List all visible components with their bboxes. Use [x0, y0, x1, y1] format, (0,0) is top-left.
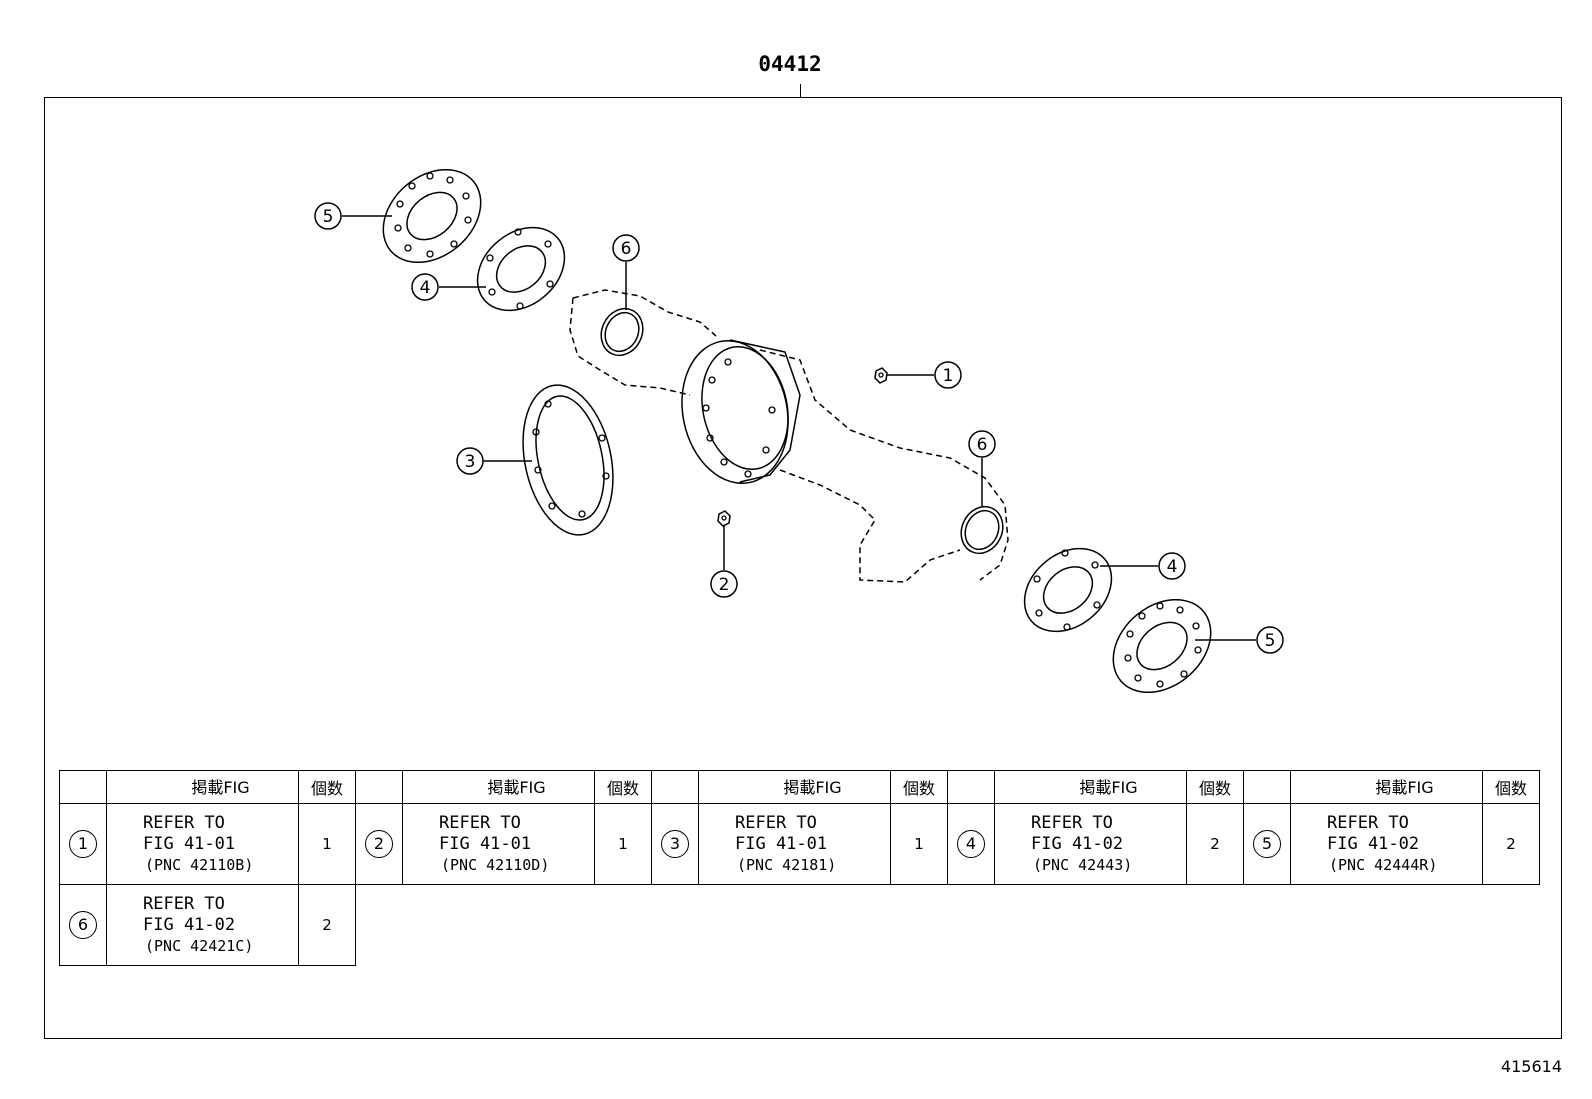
part-2-nut: [717, 510, 731, 527]
header-fig: 掲載FIG: [1290, 770, 1483, 804]
part-6-o-ring-left: [600, 307, 644, 357]
leader-lines: [342, 215, 1256, 641]
part-5-gasket-left: [382, 168, 482, 264]
svg-text:6: 6: [621, 239, 632, 259]
svg-text:5: 5: [323, 207, 334, 227]
header-fig: 掲載FIG: [698, 770, 891, 804]
row-qty: 1: [298, 803, 356, 885]
header-fig: 掲載FIG: [106, 770, 299, 804]
part-3-gasket: [522, 384, 614, 536]
row-num: 4: [947, 803, 995, 885]
row-num: 3: [651, 803, 699, 885]
header-qty: 個数: [1186, 770, 1244, 804]
axle-housing-outline: [569, 289, 1009, 583]
table-empty-area: [356, 885, 1540, 966]
callout-5-left: 5: [314, 202, 342, 230]
callout-2: 2: [710, 570, 738, 598]
row-qty: 2: [298, 884, 356, 966]
svg-text:5: 5: [1265, 631, 1276, 651]
header-fig: 掲載FIG: [994, 770, 1187, 804]
header-fig: 掲載FIG: [402, 770, 595, 804]
svg-text:3: 3: [465, 452, 476, 472]
svg-text:4: 4: [1167, 557, 1178, 577]
document-number: 415614: [1500, 1057, 1562, 1076]
header-qty: 個数: [298, 770, 356, 804]
callout-6-left: 6: [612, 234, 640, 262]
callout-3: 3: [456, 447, 484, 475]
header-qty: 個数: [594, 770, 652, 804]
row-qty: 2: [1186, 803, 1244, 885]
svg-text:4: 4: [420, 278, 431, 298]
row-num: 2: [355, 803, 403, 885]
callout-4-right: 4: [1158, 552, 1186, 580]
row-num: 1: [59, 803, 107, 885]
row-num: 5: [1243, 803, 1291, 885]
row-num: 6: [59, 884, 107, 966]
row-qty: 1: [594, 803, 652, 885]
part-6-o-ring-right: [960, 505, 1004, 555]
header-num: [1243, 770, 1291, 804]
callout-6-right: 6: [968, 430, 996, 458]
diagram-title: 04412: [758, 52, 822, 76]
part-4-gasket-left: [476, 226, 566, 312]
row-qty: 1: [890, 803, 948, 885]
parts-reference-table: 掲載FIG 個数 掲載FIG 個数 掲載FIG 個数 掲載FIG 個数 掲載FI…: [59, 770, 1540, 966]
part-5-gasket-right: [1112, 598, 1212, 694]
header-num: [59, 770, 107, 804]
callout-5-right: 5: [1256, 626, 1284, 654]
title-leader: [800, 84, 801, 97]
diagram-frame: [44, 97, 1562, 1039]
svg-text:2: 2: [719, 575, 730, 595]
header-qty: 個数: [1482, 770, 1540, 804]
row-qty: 2: [1482, 803, 1540, 885]
header-num: [947, 770, 995, 804]
part-4-gasket-right: [1023, 547, 1113, 633]
part-1-nut: [874, 367, 888, 384]
header-qty: 個数: [890, 770, 948, 804]
table-header-row: 掲載FIG 個数 掲載FIG 個数 掲載FIG 個数 掲載FIG 個数 掲載FI…: [59, 770, 1540, 804]
callout-4-left: 4: [411, 273, 439, 301]
header-num: [355, 770, 403, 804]
header-num: [651, 770, 699, 804]
svg-text:1: 1: [943, 366, 954, 386]
svg-text:6: 6: [977, 435, 988, 455]
callout-1: 1: [934, 361, 962, 389]
